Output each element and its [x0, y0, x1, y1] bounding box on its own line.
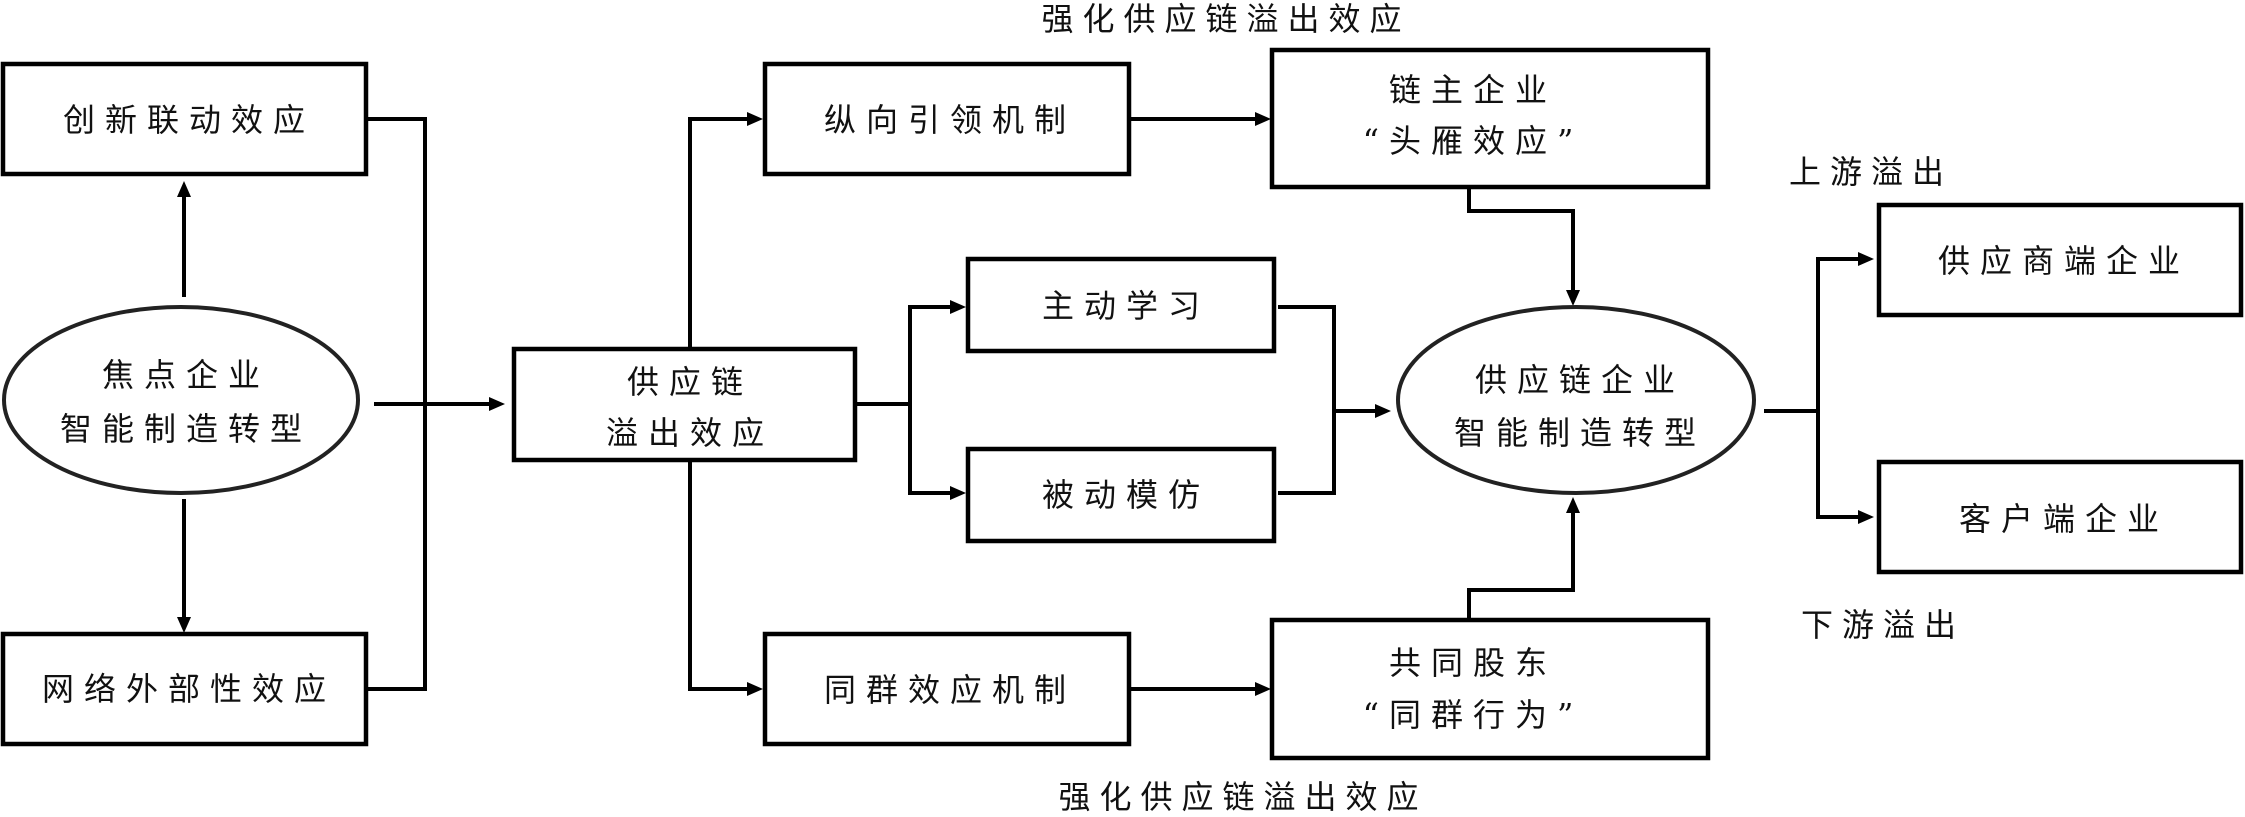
common-shareholder-box [1269, 617, 1711, 761]
supplier-firm-box [1876, 202, 2244, 318]
active-learning-box [965, 256, 1277, 354]
innovation-linkage-label: 创新联动效应 [63, 101, 315, 139]
customer-firm-label: 客户端企业 [1959, 500, 2169, 538]
learning-join-connector [1278, 305, 1336, 495]
shareholder-to-firm-connector [1467, 513, 1575, 620]
leader-to-firm-connector [1467, 187, 1575, 290]
downstream-spillover-label: 下游溢出 [1801, 606, 1965, 644]
peer-effect-label: 同群效应机制 [824, 671, 1076, 709]
passive-imitation-node: 被动模仿 [965, 446, 1277, 544]
vertical-leading-node: 纵向引领机制 [762, 61, 1132, 177]
chain-leader-label-line1: 链主企业 [1389, 71, 1557, 109]
network-externality-node: 网络外部性效应 [0, 631, 369, 747]
passive-imitation-label: 被动模仿 [1042, 476, 1210, 514]
chain-leader-label-line2: “头雁效应” [1363, 122, 1584, 160]
peer-effect-box [762, 631, 1132, 747]
supplier-firm-label: 供应商端企业 [1938, 242, 2190, 280]
spillover-to-peer-connector [688, 460, 748, 691]
arrowhead-right-icon [1858, 252, 1874, 266]
spillover-label-line2: 溢出效应 [606, 414, 774, 452]
arrowhead-right-icon [1858, 510, 1874, 524]
focal-firm-label-line1: 焦点企业 [102, 356, 270, 394]
peer-effect-node: 同群效应机制 [762, 631, 1132, 747]
arrowhead-up-icon [1566, 497, 1580, 513]
common-shareholder-node: 共同股东 “同群行为” [1269, 617, 1711, 761]
bottom-annotation-label: 强化供应链溢出效应 [1058, 778, 1427, 816]
upstream-spillover-label: 上游溢出 [1789, 153, 1953, 191]
arrowhead-right-icon [950, 300, 966, 314]
innovation-linkage-node: 创新联动效应 [0, 61, 369, 177]
supply-chain-firm-label-line2: 智能制造转型 [1454, 414, 1706, 452]
arrowhead-right-icon [747, 112, 763, 126]
arrowhead-right-icon [1375, 404, 1391, 418]
learning-branch-connector [908, 305, 951, 495]
common-shareholder-label-line1: 共同股东 [1389, 644, 1557, 682]
focal-firm-ellipse [2, 305, 360, 495]
network-externality-label: 网络外部性效应 [42, 670, 336, 708]
arrowhead-right-icon [747, 682, 763, 696]
chain-leader-box [1269, 47, 1711, 190]
arrowhead-up-icon [177, 181, 191, 197]
active-learning-label: 主动学习 [1042, 287, 1210, 325]
vertical-leading-label: 纵向引领机制 [824, 101, 1076, 139]
spillover-node: 供应链 溢出效应 [511, 346, 858, 463]
arrowhead-down-icon [177, 617, 191, 633]
supply-chain-firm-label-line1: 供应链企业 [1475, 361, 1685, 399]
upstream-downstream-branch [1816, 257, 1858, 519]
customer-firm-node: 客户端企业 [1876, 459, 2244, 575]
arrowhead-right-icon [950, 486, 966, 500]
spillover-to-vertical-connector [688, 117, 748, 349]
arrowhead-right-icon [1255, 682, 1271, 696]
active-learning-node: 主动学习 [965, 256, 1277, 354]
supply-chain-firm-ellipse [1396, 305, 1756, 495]
top-annotation-label: 强化供应链溢出效应 [1041, 0, 1410, 38]
spillover-label-line1: 供应链 [627, 363, 753, 401]
passive-imitation-box [965, 446, 1277, 544]
common-shareholder-label-line2: “同群行为” [1363, 696, 1584, 734]
focal-firm-node: 焦点企业 智能制造转型 [2, 305, 360, 495]
supply-chain-firm-node: 供应链企业 智能制造转型 [1396, 305, 1756, 495]
customer-firm-box [1876, 459, 2244, 575]
supplier-firm-node: 供应商端企业 [1876, 202, 2244, 318]
spillover-box [511, 346, 858, 463]
network-externality-box [0, 631, 369, 747]
arrowhead-right-icon [489, 397, 505, 411]
innovation-linkage-box [0, 61, 369, 177]
focal-firm-label-line2: 智能制造转型 [60, 410, 312, 448]
chain-leader-node: 链主企业 “头雁效应” [1269, 47, 1711, 190]
arrowhead-right-icon [1255, 112, 1271, 126]
arrowhead-down-icon [1566, 290, 1580, 306]
